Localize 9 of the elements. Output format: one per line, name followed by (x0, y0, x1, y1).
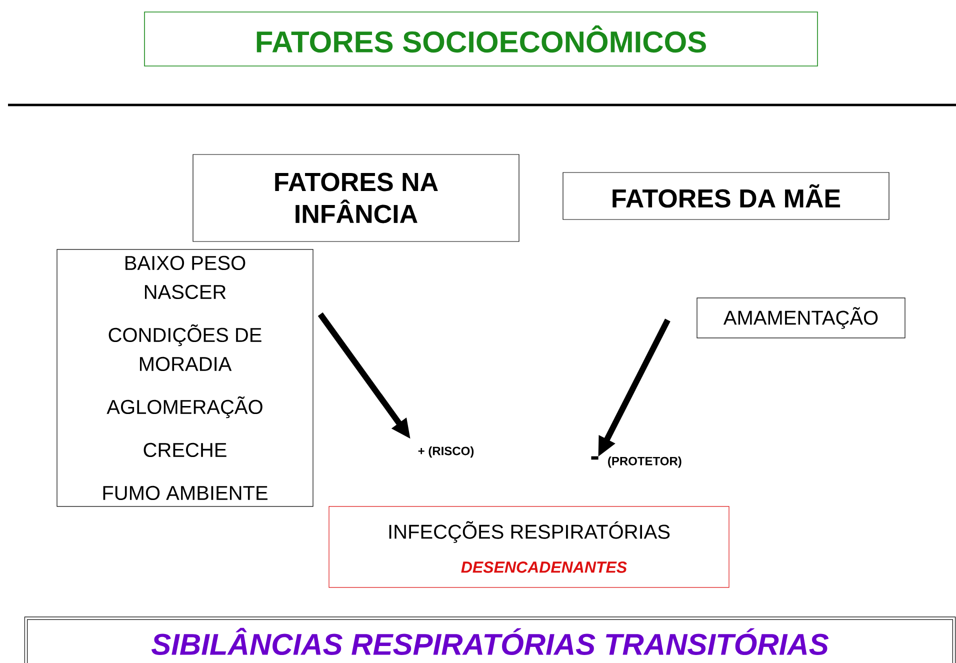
factor-list-box: BAIXO PESO NASCER CONDIÇÕES DE MORADIA AGLOMERAÇÃO CRECHE FUMO AMBIENTE (56, 249, 314, 507)
heading-box: FATORES NA INFÂNCIA (192, 154, 520, 242)
heading-box: FATORES DA MÃE (562, 172, 890, 220)
edge-label: - (PROTETOR) (591, 456, 682, 468)
result-box: SIBILÂNCIAS RESPIRATÓRIAS TRANSITÓRIAS (24, 616, 956, 663)
factor-box: AMAMENTAÇÃO (696, 298, 906, 338)
edge-label: + (RISCO) (418, 446, 474, 458)
outcome-box: INFECÇÕES RESPIRATÓRIAS DESENCADENANTES (328, 506, 730, 588)
title-box: FATORES SOCIOECONÔMICOS (144, 12, 818, 66)
